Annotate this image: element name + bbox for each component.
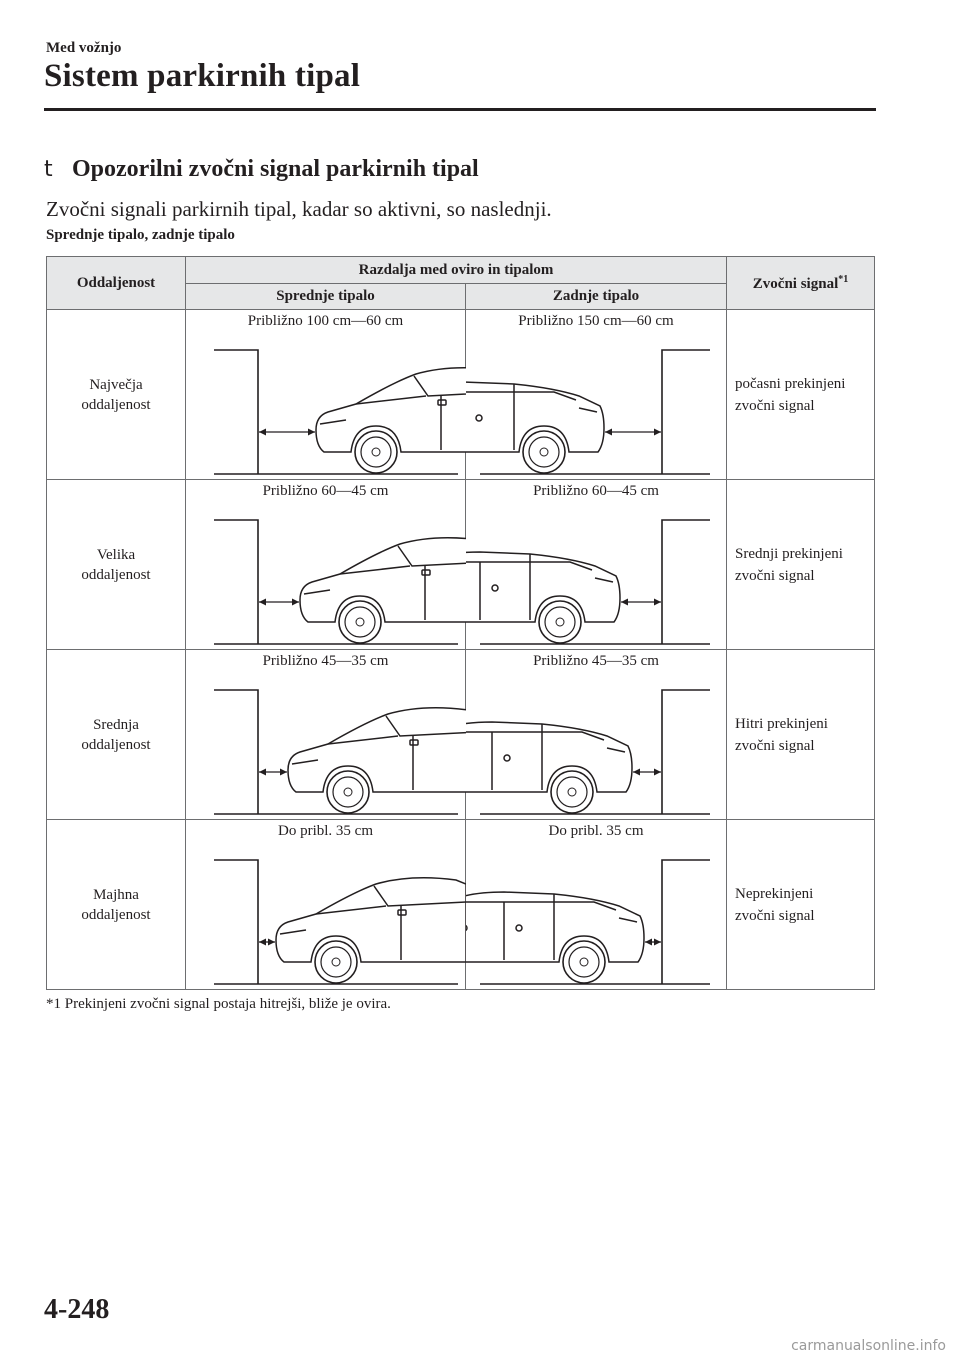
front-car-diagram <box>214 689 466 815</box>
gap-arrow <box>259 598 299 606</box>
car-icon <box>299 537 466 644</box>
signal-label: zvočni signal <box>735 737 815 754</box>
signal-label: zvočni signal <box>735 567 815 584</box>
gap-arrow <box>259 938 275 946</box>
signal-label: Neprekinjeni <box>735 885 814 902</box>
car-icon <box>466 891 645 984</box>
page-title: Sistem parkirnih tipal <box>44 58 361 94</box>
distance-label: oddaljenost <box>81 566 151 583</box>
rear-car-diagram <box>466 689 710 815</box>
bullet-icon: t <box>44 157 53 182</box>
front-figure-cell: Približno 45—35 cm <box>185 649 466 820</box>
table-row: Največja oddaljenost Približno 100 cm—60 … <box>46 309 876 480</box>
header-rear-sensor: Zadnje tipalo <box>464 283 728 310</box>
signal-label: Srednji prekinjeni <box>735 545 843 562</box>
car-icon <box>466 551 621 644</box>
front-range-label: Približno 60—45 cm <box>262 483 389 499</box>
distance-cell: Velika oddaljenost <box>46 479 186 650</box>
distance-label: oddaljenost <box>81 906 151 923</box>
car-icon <box>466 721 633 814</box>
header-signal: Zvočni signal*1 <box>726 256 876 310</box>
header-range: Razdalja med oviro in tipalom <box>184 256 728 284</box>
table-row: Majhna oddaljenost Do pribl. 35 cm Do pri… <box>46 819 876 990</box>
front-range-label: Do pribl. 35 cm <box>278 823 373 839</box>
page-number: 4-248 <box>44 1294 110 1325</box>
rear-range-label: Do pribl. 35 cm <box>548 823 644 839</box>
rear-car-diagram <box>466 349 710 475</box>
wall-icon <box>661 689 710 814</box>
rear-car-diagram <box>466 859 710 985</box>
front-figure-cell: Približno 100 cm—60 cm <box>185 309 466 480</box>
signal-label: počasni prekinjeni <box>735 375 846 392</box>
table-row: Srednja oddaljenost Približno 45—35 cm Pr… <box>46 649 876 820</box>
car-icon <box>315 367 466 474</box>
distance-cell: Največja oddaljenost <box>46 309 186 480</box>
wall-icon <box>214 689 259 814</box>
subsection-heading-text: Opozorilni zvočni signal parkirnih tipal <box>72 156 479 182</box>
rear-car-diagram <box>466 519 710 645</box>
signal-cell: Hitri prekinjeni zvočni signal <box>726 649 876 820</box>
signal-cell: počasni prekinjeni zvočni signal <box>726 309 876 480</box>
car-icon <box>287 707 466 814</box>
title-divider <box>44 108 876 111</box>
rear-range-label: Približno 150 cm—60 cm <box>518 313 674 329</box>
footnote: *1 Prekinjeni zvočni signal postaja hitr… <box>46 996 391 1012</box>
front-figure-cell: Približno 60—45 cm <box>185 479 466 650</box>
front-car-diagram <box>214 519 466 645</box>
header-front-sensor: Sprednje tipalo <box>185 283 466 310</box>
wall-icon <box>661 519 710 644</box>
front-car-diagram <box>214 349 466 475</box>
distance-label: oddaljenost <box>81 396 151 413</box>
rear-figure-cell: Do pribl. 35 cm <box>464 819 728 990</box>
signal-cell: Srednji prekinjeni zvočni signal <box>726 479 876 650</box>
distance-label: Srednja <box>93 716 139 733</box>
header-distance: Oddaljenost <box>46 256 186 310</box>
section-label: Med vožnjo <box>46 40 122 56</box>
front-range-label: Približno 100 cm—60 cm <box>247 313 404 329</box>
distance-label: oddaljenost <box>81 736 151 753</box>
watermark: carmanualsonline.info <box>791 1338 946 1354</box>
header-signal-text: Zvočni signal <box>752 275 839 292</box>
gap-arrow <box>621 598 661 606</box>
wall-icon <box>214 349 259 474</box>
signal-label: zvočni signal <box>735 907 815 924</box>
gap-arrow <box>645 938 661 946</box>
wall-icon <box>661 859 710 984</box>
rear-range-label: Približno 60—45 cm <box>533 483 659 499</box>
gap-arrow <box>259 768 287 776</box>
distance-label: Velika <box>96 546 136 563</box>
footnote-marker: *1 <box>838 273 849 285</box>
gap-arrow <box>605 428 661 436</box>
signal-label: zvočni signal <box>735 397 815 414</box>
distance-cell: Majhna oddaljenost <box>46 819 186 990</box>
rear-figure-cell: Približno 45—35 cm <box>464 649 728 820</box>
intro-text: Zvočni signali parkirnih tipal, kadar so… <box>46 197 552 221</box>
distance-label: Majhna <box>93 886 139 903</box>
table-row: Velika oddaljenost Približno 60—45 cm Pri… <box>46 479 876 650</box>
rear-figure-cell: Približno 60—45 cm <box>464 479 728 650</box>
car-icon <box>466 381 605 474</box>
wall-icon <box>214 519 259 644</box>
front-range-label: Približno 45—35 cm <box>262 653 389 669</box>
distance-label: Največja <box>89 376 143 393</box>
distance-cell: Srednja oddaljenost <box>46 649 186 820</box>
rear-range-label: Približno 45—35 cm <box>533 653 659 669</box>
gap-arrow <box>633 768 661 776</box>
front-figure-cell: Do pribl. 35 cm <box>185 819 466 990</box>
wall-icon <box>214 859 259 984</box>
buzzer-table: Oddaljenost Razdalja med oviro in tipalo… <box>46 256 876 990</box>
front-car-diagram <box>214 859 466 985</box>
signal-cell: Neprekinjeni zvočni signal <box>726 819 876 990</box>
subsection-heading: t Opozorilni zvočni signal parkirnih tipa… <box>44 156 479 183</box>
car-icon <box>275 877 466 984</box>
signal-label: Hitri prekinjeni <box>735 715 828 732</box>
wall-icon <box>661 349 710 474</box>
gap-arrow <box>259 428 315 436</box>
rear-figure-cell: Približno 150 cm—60 cm <box>464 309 728 480</box>
table-caption: Sprednje tipalo, zadnje tipalo <box>46 227 235 243</box>
